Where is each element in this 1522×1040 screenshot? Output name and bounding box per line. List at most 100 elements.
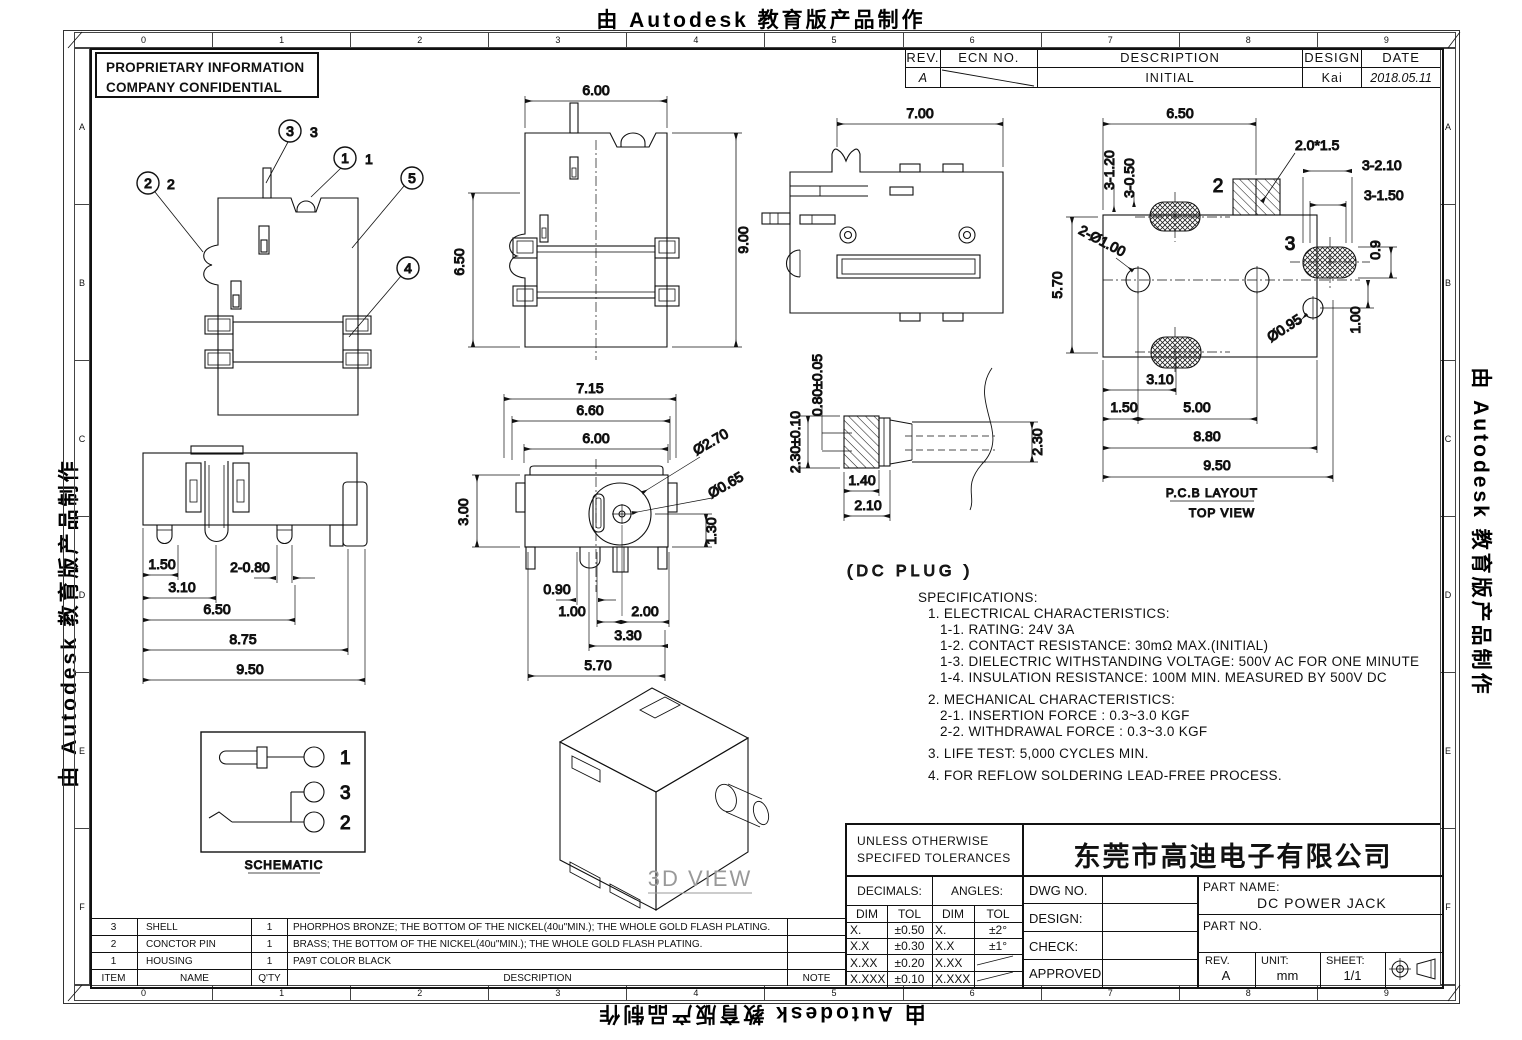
tol-dec-val: ±0.20 — [894, 955, 925, 970]
ruler-cell: D — [75, 517, 89, 673]
ruler-cell: 1 — [213, 986, 352, 1000]
revision-date: 2018.05.11 — [1370, 71, 1432, 85]
bom-note — [788, 936, 845, 952]
dim-top-height: 9.00 — [735, 226, 751, 253]
spec-line: 3. LIFE TEST: 5,000 CYCLES MIN. — [928, 746, 1149, 761]
unit-label: UNIT: — [1261, 955, 1289, 967]
ruler-cell: D — [1441, 517, 1455, 673]
ruler-cell: A — [1441, 49, 1455, 205]
dim-pcb-x4: 8.80 — [1193, 428, 1220, 444]
ruler-cell: 9 — [1383, 988, 1389, 998]
tol-dec-dim: X. — [850, 923, 862, 937]
tol-ang-dim: X.XXX — [935, 972, 971, 986]
ruler-cell: C — [75, 361, 89, 517]
tol-ang-val: ±1° — [988, 939, 1008, 953]
bom-col-name: NAME — [138, 970, 252, 986]
dim-fc-x5: 5.70 — [584, 657, 611, 673]
sheet-value: 1/1 — [1343, 967, 1362, 983]
dim-fc-w1: 7.15 — [576, 380, 603, 396]
view-front-balloons: 3 1 2 5 4 3 1 2 — [136, 119, 424, 416]
bom-col-note: NOTE — [802, 972, 831, 984]
bom-col-qty: Q'TY — [252, 970, 288, 986]
confidential-line2: COMPANY CONFIDENTIAL — [106, 79, 282, 95]
ref-3: 3 — [310, 124, 318, 140]
view-3d: 3D VIEW — [558, 687, 770, 911]
ref-2: 2 — [167, 176, 175, 192]
tol-ang-val — [974, 954, 1022, 971]
schematic-caption: SCHEMATIC — [245, 858, 324, 872]
dim-side-width: 7.00 — [906, 105, 933, 121]
ruler-cell: E — [1441, 673, 1455, 829]
dim-plug-3: 1.40 — [848, 472, 875, 488]
tol-header: TOL — [986, 907, 1010, 921]
dim-fc-x2: 1.00 — [558, 603, 585, 619]
bom-col-item: ITEM — [90, 970, 138, 986]
revision-col-rev: REV. — [906, 48, 941, 67]
unit-value: mm — [1276, 967, 1299, 983]
ruler-cell: 0 — [75, 986, 214, 1000]
projection-symbol-icon — [1389, 958, 1436, 980]
bom-qty: 1 — [252, 953, 288, 969]
rev-value: A — [1221, 967, 1231, 983]
dim-header: DIM — [942, 907, 964, 921]
ruler-cell: F — [79, 901, 85, 912]
spec-line: 4. FOR REFLOW SOLDERING LEAD-FREE PROCES… — [928, 768, 1282, 783]
view-top: 6.00 9.00 6.50 — [450, 81, 752, 360]
tol-header: TOL — [897, 907, 922, 921]
dim-fc-x4: 3.30 — [614, 627, 641, 643]
ref-1: 1 — [365, 151, 373, 167]
tol-dec-val: ±0.30 — [894, 939, 925, 953]
bom-name: CONCTOR PIN — [138, 936, 252, 952]
ruler-cell: 7 — [1042, 986, 1180, 1000]
3d-view-caption: 3D VIEW — [648, 866, 752, 891]
balloon-1: 1 — [341, 150, 349, 166]
dim-fc-w3: 6.00 — [582, 430, 609, 446]
bom-qty: 1 — [252, 936, 288, 952]
ruler-cell: 6 — [904, 33, 1042, 47]
ruler-cell: 8 — [1180, 986, 1318, 1000]
ruler-top: 0 1 2 3 4 5 6 7 8 9 — [74, 32, 1456, 48]
pcb-caption-2: TOP VIEW — [1189, 506, 1255, 520]
ruler-right: A B C D E F — [1440, 48, 1456, 985]
bom-desc: PHORPHOS BRONZE; THE BOTTOM OF THE NICKE… — [288, 919, 788, 935]
part-name-label: PART NAME: — [1203, 880, 1281, 894]
dim-fc-x1: 0.90 — [543, 581, 570, 597]
view-bottom-side: 1.50 3.10 2-0.80 6.50 8.75 9.50 — [142, 445, 368, 685]
balloon-2: 2 — [144, 175, 152, 191]
dim-fc-dia1: Ø2.70 — [690, 425, 731, 458]
bom-item: 1 — [90, 953, 138, 969]
dim-top-side: 6.50 — [451, 248, 467, 275]
pcb-mark-2: 2 — [1213, 176, 1224, 197]
ruler-cell: 4 — [627, 986, 766, 1000]
watermark-top: 由 Autodesk 教育版产品制作 — [596, 9, 926, 32]
dim-plug-4: 2.10 — [854, 497, 881, 513]
ruler-cell: C — [1441, 361, 1455, 517]
spec-line: 1-4. INSULATION RESISTANCE: 100M MIN. ME… — [940, 670, 1387, 685]
dim-pcb-x2: 1.50 — [1110, 399, 1137, 415]
schematic-pin1: 1 — [340, 748, 351, 769]
bom-qty: 1 — [252, 919, 288, 935]
dim-bs-1: 1.50 — [148, 556, 175, 572]
ruler-cell: 5 — [765, 986, 904, 1000]
revision-design: Kai — [1303, 68, 1363, 88]
dim-fc-w2: 6.60 — [576, 402, 603, 418]
bom-item: 3 — [90, 919, 138, 935]
dim-plug-1: 0.80±0.05 — [809, 354, 825, 416]
spec-line: SPECIFICATIONS: — [918, 590, 1038, 605]
revision-row: A INITIAL Kai 2018.05.11 — [906, 68, 1440, 88]
dim-pcb-pad-size: 2.0*1.5 — [1295, 137, 1340, 153]
bom-table: 3 SHELL 1 PHORPHOS BRONZE; THE BOTTOM OF… — [90, 918, 845, 986]
ruler-cell: 9 — [1383, 35, 1389, 45]
ruler-cell: 0 — [75, 33, 214, 47]
dc-plug-caption: (DC PLUG ) — [847, 563, 973, 580]
spec-line: 2-2. WITHDRAWAL FORCE : 0.3~3.0 KGF — [940, 724, 1208, 739]
tol-dec-dim: X.XX — [850, 955, 878, 970]
ruler-cell: 3 — [489, 986, 628, 1000]
bom-note — [788, 919, 845, 935]
bom-name: HOUSING — [138, 953, 252, 969]
ruler-cell: B — [1441, 205, 1455, 361]
schematic-pin3: 3 — [340, 783, 351, 804]
revision-col-ecn: ECN NO. — [941, 48, 1038, 67]
